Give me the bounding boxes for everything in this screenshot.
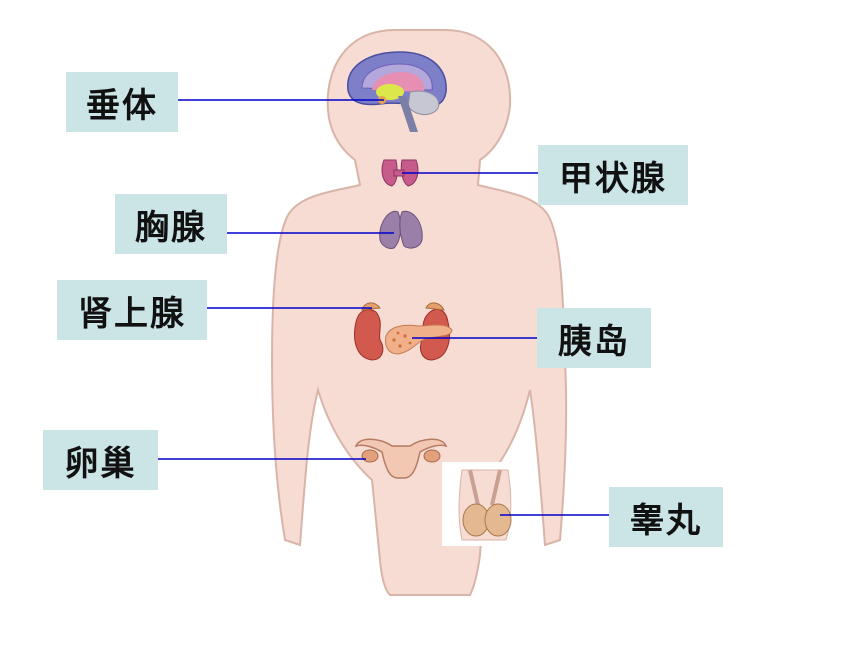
label-pituitary: 垂体 — [66, 72, 178, 132]
pancreas-islets — [392, 331, 412, 348]
pancreas — [385, 324, 453, 355]
thymus-gland — [379, 210, 423, 249]
label-pancreas: 胰岛 — [537, 308, 651, 368]
brain — [347, 51, 447, 132]
label-thymus: 胸腺 — [115, 194, 227, 254]
body-silhouette — [270, 29, 568, 596]
leader-lines — [158, 99, 609, 516]
label-ovary: 卵巢 — [43, 430, 158, 490]
testes — [462, 503, 512, 537]
label-thyroid: 甲状腺 — [538, 145, 688, 205]
uterus — [354, 438, 448, 479]
thyroid-gland — [381, 159, 419, 187]
label-testis: 睾丸 — [609, 487, 723, 547]
label-adrenal: 肾上腺 — [57, 280, 207, 340]
